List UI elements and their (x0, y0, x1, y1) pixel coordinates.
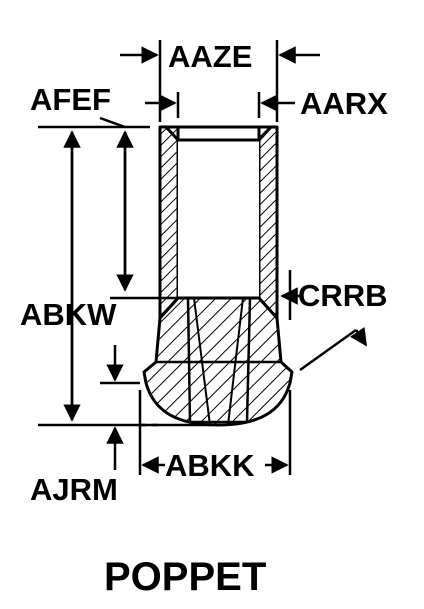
dimension-lines (38, 40, 368, 475)
label-abkw: ABKW (20, 297, 117, 332)
poppet-body (142, 125, 294, 427)
label-afef: AFEF (30, 82, 111, 117)
diagram-title: POPPET (104, 555, 266, 599)
label-ajrm: AJRM (30, 472, 118, 507)
label-aarx: AARX (300, 86, 388, 121)
label-abkk: ABKK (165, 448, 255, 483)
label-crrb: CRRB (298, 278, 388, 313)
label-aaze: AAZE (168, 39, 252, 74)
